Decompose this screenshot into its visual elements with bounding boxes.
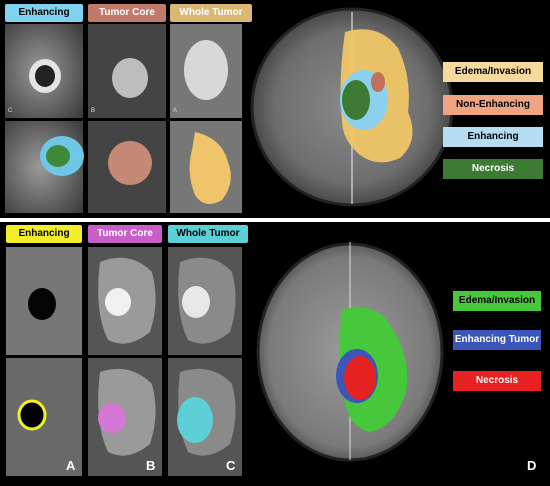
bottom-thumb-c-seg-overlay [177,397,213,443]
top-figure-panel: Enhancing Tumor Core Whole Tumor C B A E… [0,0,550,218]
top-thumb-core-raw-lesion [112,58,148,98]
panel-divider [0,218,550,222]
bottom-large-brain-necrosis [344,356,376,400]
bottom-thumb-b-raw-lesion [105,288,131,316]
top-legend-enhancing: Enhancing [443,127,543,147]
bottom-letter-d: D [527,458,537,473]
top-thumb-whole-seg-overlay [189,132,231,204]
bottom-letter-a: A [66,458,76,473]
top-tag-whole-tumor: Whole Tumor [170,4,252,22]
bottom-legend-necrosis: Necrosis [453,371,541,391]
top-thumb-letter-a: A [173,108,178,114]
top-large-brain-non-enhancing [371,72,385,92]
top-thumb-letter-b: B [91,108,96,114]
top-large-brain-necrosis [342,80,370,120]
top-tag-enhancing: Enhancing [5,4,83,22]
bottom-tag-enhancing: Enhancing [6,225,82,243]
bottom-tag-whole-tumor: Whole Tumor [168,225,248,243]
bottom-legend-enhancing-tumor: Enhancing Tumor [453,330,541,350]
bottom-mri-artwork [6,242,444,476]
bottom-figure-panel: Enhancing Tumor Core Whole Tumor A B C D… [0,222,550,486]
top-thumb-whole-raw-lesion [184,40,228,100]
top-legend-non-enhancing: Non-Enhancing [443,95,543,115]
bottom-legend-edema: Edema/Invasion [453,291,541,311]
top-legend-edema: Edema/Invasion [443,62,543,82]
bottom-letter-c: C [226,458,236,473]
top-thumb-letter-c: C [8,108,13,114]
bottom-thumb-a-seg-outline [17,399,47,431]
top-legend-necrosis: Necrosis [443,159,543,179]
bottom-thumb-c-raw-lesion [182,286,210,318]
top-thumb-core-seg-overlay [108,141,152,185]
top-tag-tumor-core: Tumor Core [88,4,166,22]
bottom-tag-tumor-core: Tumor Core [88,225,162,243]
bottom-thumb-a-raw-lesion [28,288,56,320]
bottom-thumb-b-seg-overlay [98,403,126,433]
bottom-letter-b: B [146,458,156,473]
top-mri-artwork [5,7,454,213]
